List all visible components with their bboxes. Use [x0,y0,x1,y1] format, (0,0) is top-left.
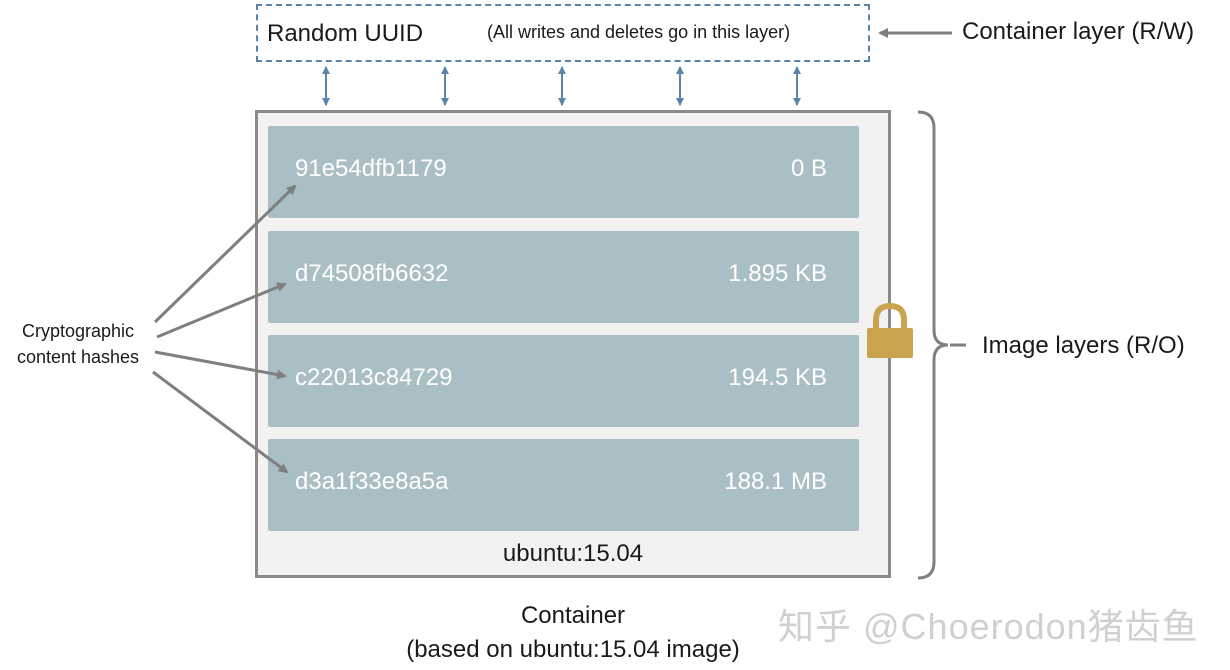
image-layers-label: Image layers (R/O) [982,332,1185,359]
image-name: ubuntu:15.04 [502,540,644,567]
layer-hash: d3a1f33e8a5a [295,468,449,495]
container-layer-box [256,4,870,62]
hashes-label-line1: Cryptographic [21,321,135,341]
layer-size: 1.895 KB [728,260,827,287]
layer-size: 188.1 MB [724,468,827,495]
container-layer-label: Container layer (R/W) [962,18,1195,45]
image-layers-bracket [917,110,949,580]
image-layer-2: d74508fb6632 1.895 KB [268,231,859,323]
watermark: 知乎 @Choerodon猪齿鱼 [778,606,1199,647]
layer-size: 194.5 KB [728,364,827,391]
layer-hash: 91e54dfb1179 [295,155,447,182]
container-layer-note: (All writes and deletes go in this layer… [487,22,791,42]
image-layer-4: d3a1f33e8a5a 188.1 MB [268,439,859,531]
layer-hash: c22013c84729 [295,364,453,391]
caption-title: Container [520,602,626,629]
caption-subtitle: (based on ubuntu:15.04 image) [406,636,740,663]
hashes-label: Cryptographic content hashes [0,318,156,370]
container-layer-title: Random UUID [267,20,424,47]
hashes-label-line2: content hashes [16,347,140,367]
image-layer-1: 91e54dfb1179 0 B [268,126,859,218]
image-layer-3: c22013c84729 194.5 KB [268,335,859,427]
layer-hash: d74508fb6632 [295,260,449,287]
layer-size: 0 B [790,155,827,182]
